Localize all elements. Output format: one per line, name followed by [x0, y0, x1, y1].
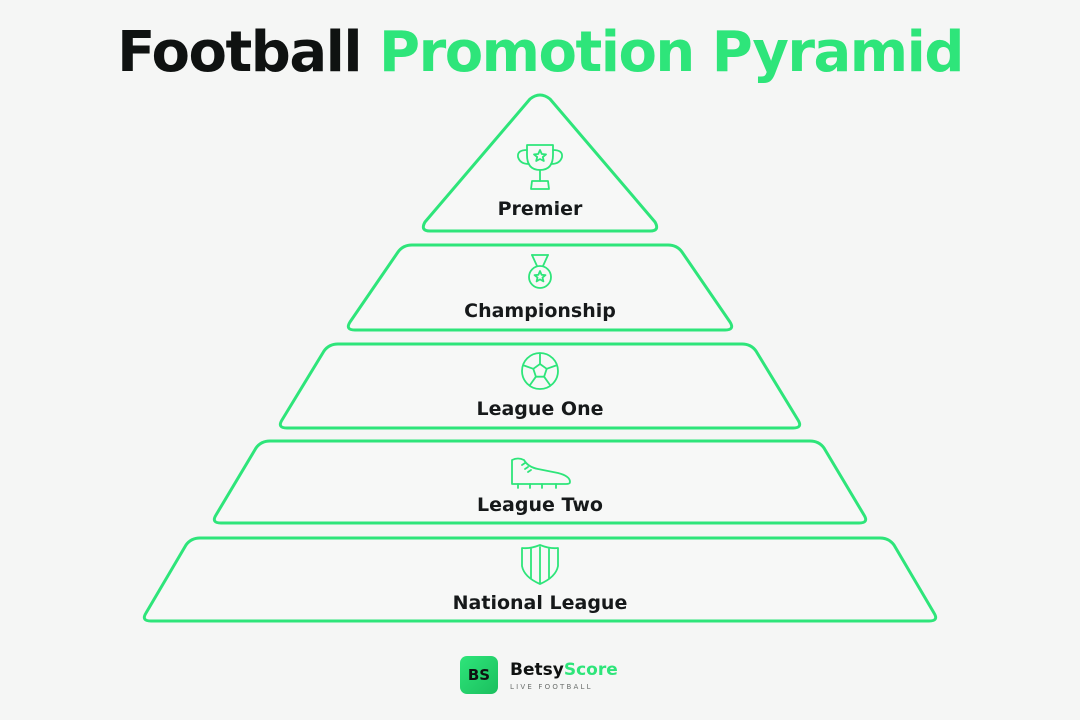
tier-shape	[421, 93, 659, 233]
football-icon	[521, 352, 559, 390]
logo-badge: BS	[460, 656, 498, 694]
tier-national-league: National League	[142, 536, 938, 623]
shield-icon	[521, 544, 559, 585]
tier-championship: Championship	[346, 243, 734, 332]
tier-premier: Premier	[421, 93, 659, 233]
brand-name: BetsyScore	[510, 660, 618, 680]
tier-label: Premier	[498, 198, 583, 220]
brand-part1: Betsy	[510, 659, 564, 680]
tier-label: National League	[453, 592, 628, 614]
medal-icon	[528, 254, 552, 289]
page-title: Football Promotion Pyramid	[0, 14, 1080, 92]
tier-league-one: League One	[278, 342, 802, 430]
tier-label: League Two	[477, 494, 603, 516]
tier-league-two: League Two	[212, 439, 868, 525]
brand-tagline: LIVE FOOTBALL	[510, 682, 593, 691]
boot-icon	[511, 457, 571, 489]
title-part1: Football	[117, 20, 362, 85]
title-part2: Promotion Pyramid	[379, 20, 964, 85]
tier-label: League One	[476, 398, 603, 420]
trophy-icon	[517, 144, 563, 190]
logo-text: BetsyScore LIVE FOOTBALL	[510, 660, 618, 691]
tier-label: Championship	[464, 300, 616, 322]
tier-shape	[212, 439, 868, 525]
brand-part2: Score	[563, 659, 618, 680]
brand-logo: BS BetsyScore LIVE FOOTBALL	[460, 656, 618, 694]
tier-shape	[278, 342, 802, 430]
